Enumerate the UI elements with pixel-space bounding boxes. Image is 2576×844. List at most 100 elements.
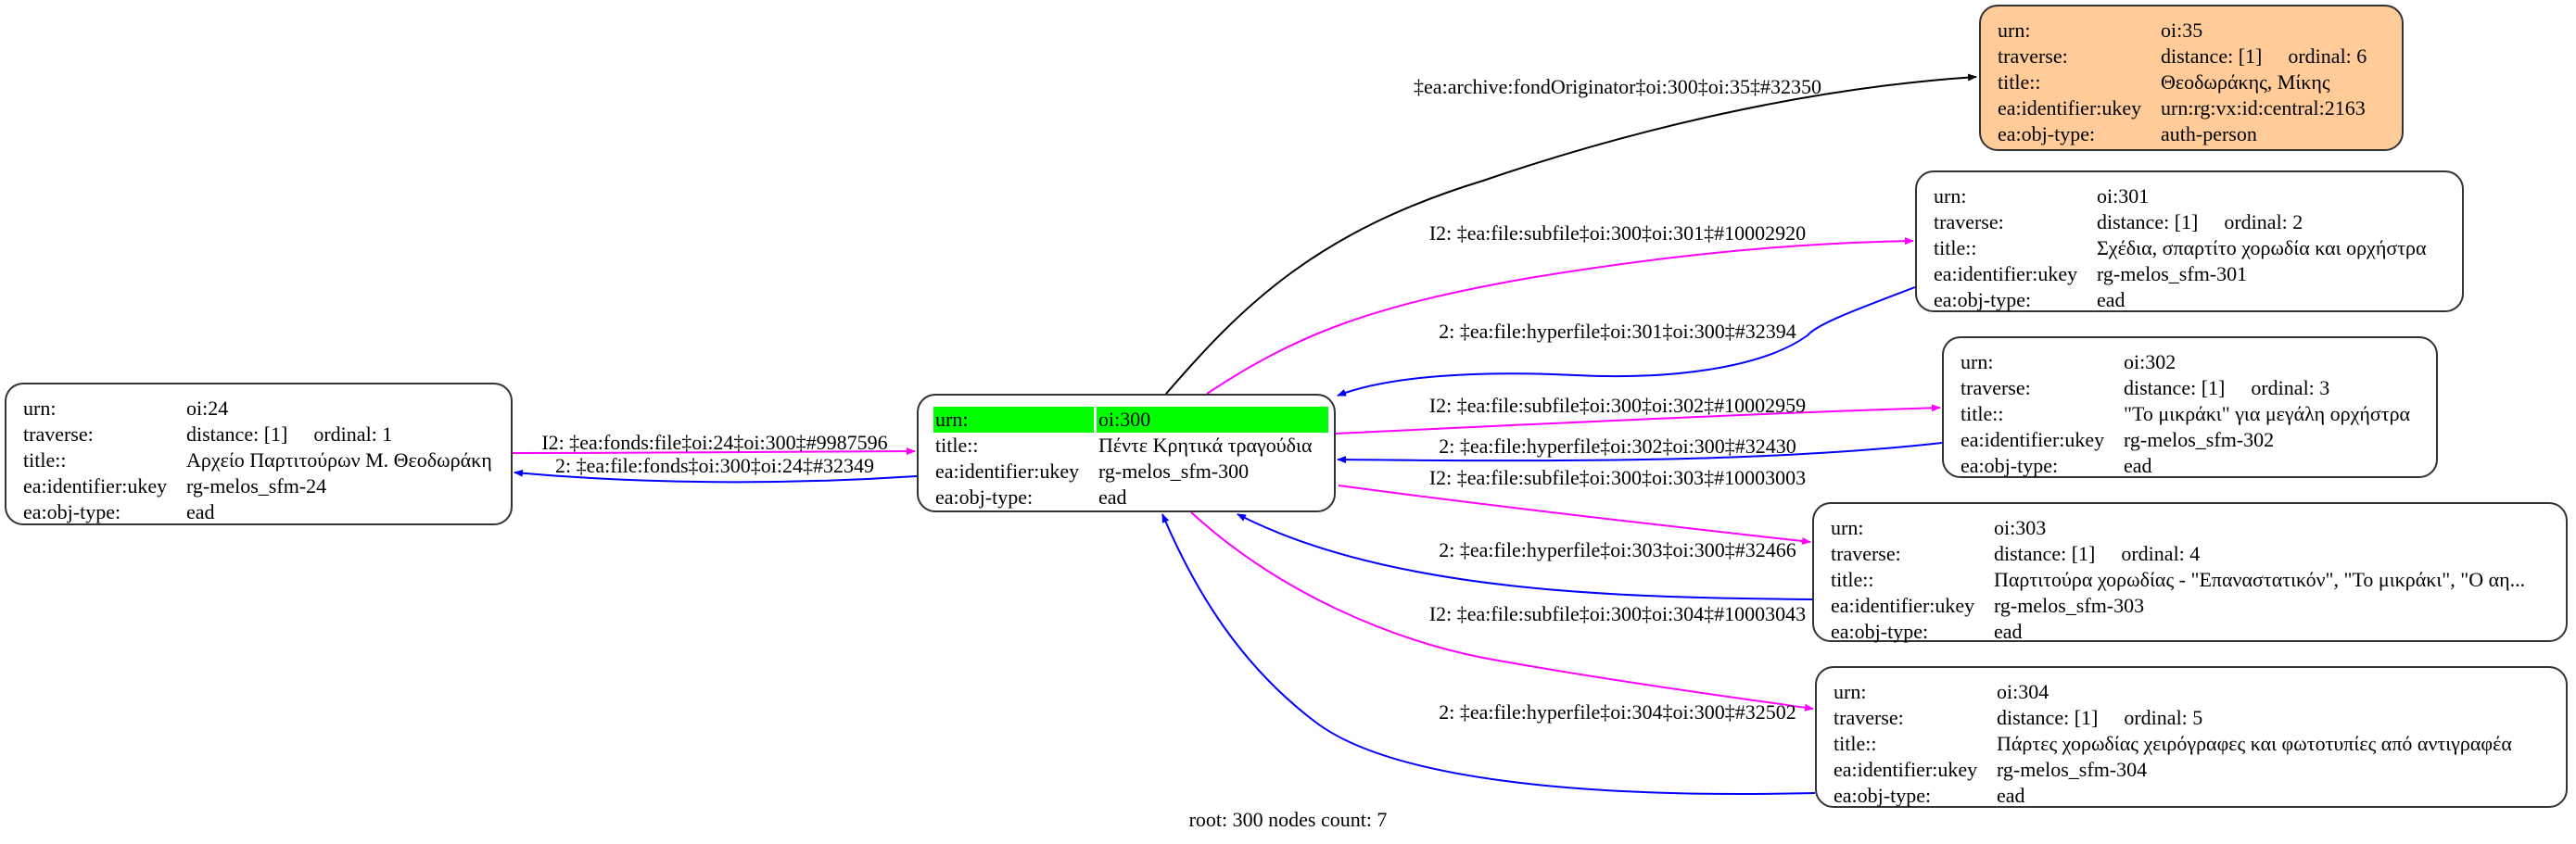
field-value: rg-melos_sfm-303 — [1994, 594, 2145, 617]
node-field-row: title::Παρτιτούρα χορωδίας - "Επαναστατι… — [1829, 567, 2553, 593]
node-field-row: ea:obj-type:ead — [1932, 287, 2449, 313]
traverse-value: distance: [1] ordinal: 6 — [2159, 44, 2367, 69]
field-label: traverse: — [1961, 376, 2031, 399]
field-value: rg-melos_sfm-24 — [186, 474, 327, 498]
graph-footer: root: 300 nodes count: 7 — [1188, 808, 1388, 831]
node-field-row: title::Πέντε Κρητικά τραγούδια — [933, 433, 1321, 459]
node-field-row: title::Θεοδωράκης, Μίκης — [1996, 69, 2389, 95]
field-label: ea:obj-type: — [23, 500, 121, 523]
field-value: Πάρτες χορωδίας χειρόγραφες και φωτοτυπί… — [1997, 732, 2512, 755]
field-label: urn: — [1834, 680, 1867, 703]
edge-label: I2: ‡ea:file:subfile‡oi:300‡oi:303‡#1000… — [1429, 466, 1806, 489]
field-value: oi:35 — [2161, 19, 2203, 42]
traverse-value: distance: [1]ordinal: 3 — [2122, 375, 2329, 401]
field-value: urn:rg:vx:id:central:2163 — [2161, 96, 2366, 120]
field-value: rg-melos_sfm-301 — [2097, 262, 2248, 285]
field-label: ea:identifier:ukey — [23, 474, 168, 498]
node-field-row: ea:identifier:ukey rg-melos_sfm-24 — [21, 473, 498, 499]
field-label: ea:identifier:ukey — [1998, 96, 2142, 120]
field-label: title:: — [1998, 70, 2041, 94]
edge-300-to-35 — [1165, 73, 1977, 395]
distance-value: distance: [1] — [186, 422, 288, 446]
edge-label: ‡ea:archive:fondOriginator‡oi:300‡oi:35‡… — [1414, 75, 1821, 98]
field-value: ead — [1098, 485, 1127, 509]
node-field-row: traverse: distance: [1] ordinal: 4 — [1829, 541, 2553, 567]
node-field-row: title::Αρχείο Παρτιτούρων Μ. Θεοδωράκη — [21, 447, 498, 473]
ordinal-value: ordinal: 4 — [2121, 542, 2201, 565]
edge-label: 2: ‡ea:file:hyperfile‡oi:302‡oi:300‡#324… — [1439, 435, 1796, 458]
edge-24-to-300 — [512, 447, 916, 456]
field-label: ea:obj-type: — [1998, 122, 2096, 145]
field-label: title:: — [1934, 236, 1977, 259]
field-value: rg-melos_sfm-300 — [1098, 460, 1250, 483]
ordinal-value: ordinal: 6 — [2288, 44, 2367, 68]
field-value: auth-person — [2161, 122, 2257, 145]
field-value: Παρτιτούρα χορωδίας - "Επαναστατικόν", "… — [1994, 568, 2526, 591]
field-label: title:: — [1831, 568, 1874, 591]
field-value: oi:301 — [2097, 184, 2150, 208]
field-label: traverse: — [1834, 706, 1904, 729]
field-value: ead — [2124, 454, 2152, 477]
field-value: Σχέδια, σπαρτίτο χορωδία και ορχήστρα — [2097, 236, 2427, 259]
field-value: Πέντε Κρητικά τραγούδια — [1098, 434, 1313, 457]
node-field-row: urn:oi:302 — [1959, 349, 2423, 375]
field-label: urn: — [1998, 19, 2031, 42]
node-field-row: ea:identifier:ukey urn:rg:vx:id:central:2… — [1996, 95, 2389, 121]
field-value: Αρχείο Παρτιτούρων Μ. Θεοδωράκη — [186, 448, 492, 472]
edge-304-to-300 — [1161, 513, 1816, 795]
edge-label: I2: ‡ea:file:subfile‡oi:300‡oi:301‡#1000… — [1429, 221, 1806, 245]
traverse-value: distance: [1] ordinal: 4 — [1992, 541, 2200, 567]
field-value: rg-melos_sfm-302 — [2124, 428, 2275, 451]
node-field-row: traverse: distance: [1]ordinal: 3 — [1959, 375, 2423, 401]
edge-300-to-304 — [1190, 511, 1814, 712]
ordinal-value: ordinal: 5 — [2124, 706, 2203, 729]
edge-301-to-300 — [1337, 286, 1916, 397]
edge-label: 2: ‡ea:file:hyperfile‡oi:301‡oi:300‡#323… — [1439, 320, 1796, 343]
field-label: ea:obj-type: — [1934, 288, 2032, 311]
node-field-row: urn: oi:304 — [1832, 679, 2553, 705]
node-field-row: ea:obj-type: ead — [1829, 619, 2553, 645]
node-field-row: traverse:distance: [1]ordinal: 2 — [1932, 209, 2449, 235]
node-field-row: traverse:distance: [1]ordinal: 6 — [1996, 44, 2389, 69]
ordinal-value: ordinal: 3 — [2251, 376, 2330, 399]
field-value: ead — [1994, 620, 2023, 643]
field-label: traverse: — [1831, 542, 1901, 565]
node-field-row: ea:identifier:ukey rg-melos_sfm-303 — [1829, 593, 2553, 619]
ordinal-value: ordinal: 2 — [2224, 210, 2303, 233]
field-label: title:: — [1834, 732, 1877, 755]
edge-label: 2: ‡ea:file:hyperfile‡oi:303‡oi:300‡#324… — [1439, 538, 1796, 561]
field-label: ea:obj-type: — [935, 485, 1034, 509]
field-label: urn: — [1831, 516, 1864, 539]
distance-value: distance: [1] — [1994, 542, 2096, 565]
traverse-value: distance: [1] ordinal: 2 — [2095, 209, 2303, 235]
node-field-row: title::"Το μικράκι" για μεγάλη ορχήστρα — [1959, 401, 2423, 427]
field-value: Θεοδωράκης, Μίκης — [2161, 70, 2330, 94]
distance-value: distance: [1] — [2161, 44, 2263, 68]
distance-value: distance: [1] — [2097, 210, 2199, 233]
node-field-row: urn:oi:300 — [933, 407, 1328, 433]
edge-303-to-300 — [1237, 513, 1813, 600]
node-field-row: urn: oi:35 — [1996, 18, 2389, 44]
node-field-row: ea:identifier:ukey rg-melos_sfm-302 — [1959, 427, 2423, 453]
field-label: ea:identifier:ukey — [1961, 428, 2105, 451]
field-value: oi:304 — [1997, 680, 2049, 703]
field-label: ea:identifier:ukey — [1831, 594, 1975, 617]
node-field-row: traverse:distance: [1]ordinal: 1 — [21, 422, 498, 447]
field-label: urn: — [1961, 350, 1994, 373]
field-label: urn: — [1934, 184, 1967, 208]
node-field-row: traverse:distance: [1]ordinal: 5 — [1832, 705, 2553, 731]
node-field-row: title::Πάρτες χορωδίας χειρόγραφες και φ… — [1832, 731, 2553, 757]
field-label: ea:identifier:ukey — [1834, 758, 1978, 781]
field-label: ea:obj-type: — [1831, 620, 1929, 643]
field-value: ead — [186, 500, 215, 523]
field-label: title:: — [23, 448, 67, 472]
